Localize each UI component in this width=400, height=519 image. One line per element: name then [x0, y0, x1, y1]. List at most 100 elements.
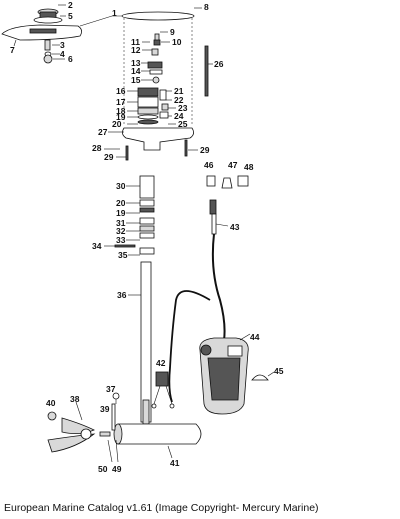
label-12: 12	[131, 45, 141, 55]
part-prop-blade-bottom	[47, 433, 96, 453]
part-39-pin	[111, 403, 116, 431]
part-16	[137, 87, 159, 97]
part-44-knob	[200, 344, 212, 356]
part-head-base	[122, 127, 194, 151]
label-7: 7	[10, 45, 15, 55]
label-29: 29	[200, 145, 210, 155]
label-17: 17	[116, 97, 126, 107]
label-2: 2	[68, 0, 73, 10]
label-27: 27	[98, 127, 108, 137]
label-49: 49	[112, 464, 122, 474]
label-9: 9	[170, 27, 175, 37]
label-38: 38	[70, 394, 80, 404]
part-washer	[33, 16, 63, 24]
label-42: 42	[156, 358, 166, 368]
part-31	[139, 217, 155, 225]
label-3: 3	[60, 40, 65, 50]
part-24	[159, 111, 169, 119]
label-32: 32	[116, 226, 126, 236]
part-34-pin	[114, 244, 136, 248]
part-washer-49	[99, 431, 111, 437]
label-35: 35	[118, 250, 128, 260]
label-25: 25	[178, 119, 188, 129]
label-16: 16	[116, 86, 126, 96]
part-43-boot	[211, 213, 217, 235]
label-23: 23	[178, 103, 188, 113]
part-33	[139, 232, 155, 239]
label-29b: 29	[104, 152, 114, 162]
part-loop-cable	[168, 290, 211, 403]
label-24: 24	[174, 111, 184, 121]
part-42-lead	[155, 371, 169, 387]
part-47-clip	[221, 177, 233, 189]
label-36: 36	[117, 290, 127, 300]
label-39: 39	[100, 404, 110, 414]
part-19	[137, 114, 159, 120]
part-shaft-wire	[142, 399, 150, 425]
part-40-nut	[47, 411, 57, 421]
part-bolt	[44, 39, 51, 51]
part-35	[139, 247, 155, 255]
part-36-shaft	[140, 261, 152, 423]
part-44-switch	[227, 345, 243, 357]
lower-unit	[47, 392, 202, 463]
part-17	[137, 96, 159, 108]
label-45: 45	[274, 366, 284, 376]
foot-pedal-assembly	[151, 175, 275, 415]
label-13: 13	[131, 58, 141, 68]
head-cover-inset	[1, 4, 82, 64]
part-cover-logo	[29, 28, 57, 34]
part-48-bracket	[237, 175, 249, 187]
part-13	[147, 61, 163, 69]
part-30-collar	[139, 175, 155, 199]
label-18: 18	[116, 106, 126, 116]
part-20	[137, 119, 159, 125]
motor-head	[104, 7, 213, 161]
label-21: 21	[174, 86, 184, 96]
label-31: 31	[116, 218, 126, 228]
part-cable-tie	[204, 45, 209, 97]
part-19b	[139, 207, 155, 213]
label-47: 47	[228, 160, 238, 170]
label-41: 41	[170, 458, 180, 468]
label-26: 26	[214, 59, 224, 69]
callout-labels: 1 2 3 4 5 6 7 8 9 10 11 12 13 14 15 16 1…	[10, 0, 284, 474]
part-18	[137, 107, 159, 115]
shaft-assembly	[104, 175, 155, 430]
part-46-clip	[206, 175, 216, 187]
part-prop-hub	[80, 428, 92, 440]
image-caption: European Marine Catalog v1.61 (Image Cop…	[4, 502, 319, 514]
label-37: 37	[106, 384, 116, 394]
label-1: 1	[112, 8, 117, 18]
label-44: 44	[250, 332, 260, 342]
part-45-cap	[251, 374, 269, 381]
part-15	[152, 76, 160, 84]
label-28: 28	[92, 143, 102, 153]
part-43-plug	[209, 199, 217, 215]
label-34: 34	[92, 241, 102, 251]
part-motor-endcap	[113, 423, 123, 445]
label-50: 50	[98, 464, 108, 474]
label-19b: 19	[116, 208, 126, 218]
part-clip-10	[153, 39, 161, 46]
part-pin-29	[184, 139, 188, 157]
label-11: 11	[131, 37, 140, 47]
label-22: 22	[174, 95, 184, 105]
part-41-motor	[117, 423, 202, 445]
label-14: 14	[131, 66, 141, 76]
label-33: 33	[116, 235, 126, 245]
label-6: 6	[68, 54, 73, 64]
label-48: 48	[244, 162, 254, 172]
part-nut	[43, 54, 53, 64]
part-head-lid	[121, 11, 195, 21]
part-pin-29b	[125, 145, 129, 161]
part-23	[161, 103, 169, 111]
label-30: 30	[116, 181, 126, 191]
label-20: 20	[112, 119, 122, 129]
exploded-parts-diagram: 1 2 3 4 5 6 7 8 9 10 11 12 13 14 15 16 1…	[1, 0, 284, 474]
label-19: 19	[116, 112, 126, 122]
part-14	[149, 69, 163, 75]
part-12	[151, 48, 159, 56]
label-46: 46	[204, 160, 214, 170]
label-40: 40	[46, 398, 56, 408]
